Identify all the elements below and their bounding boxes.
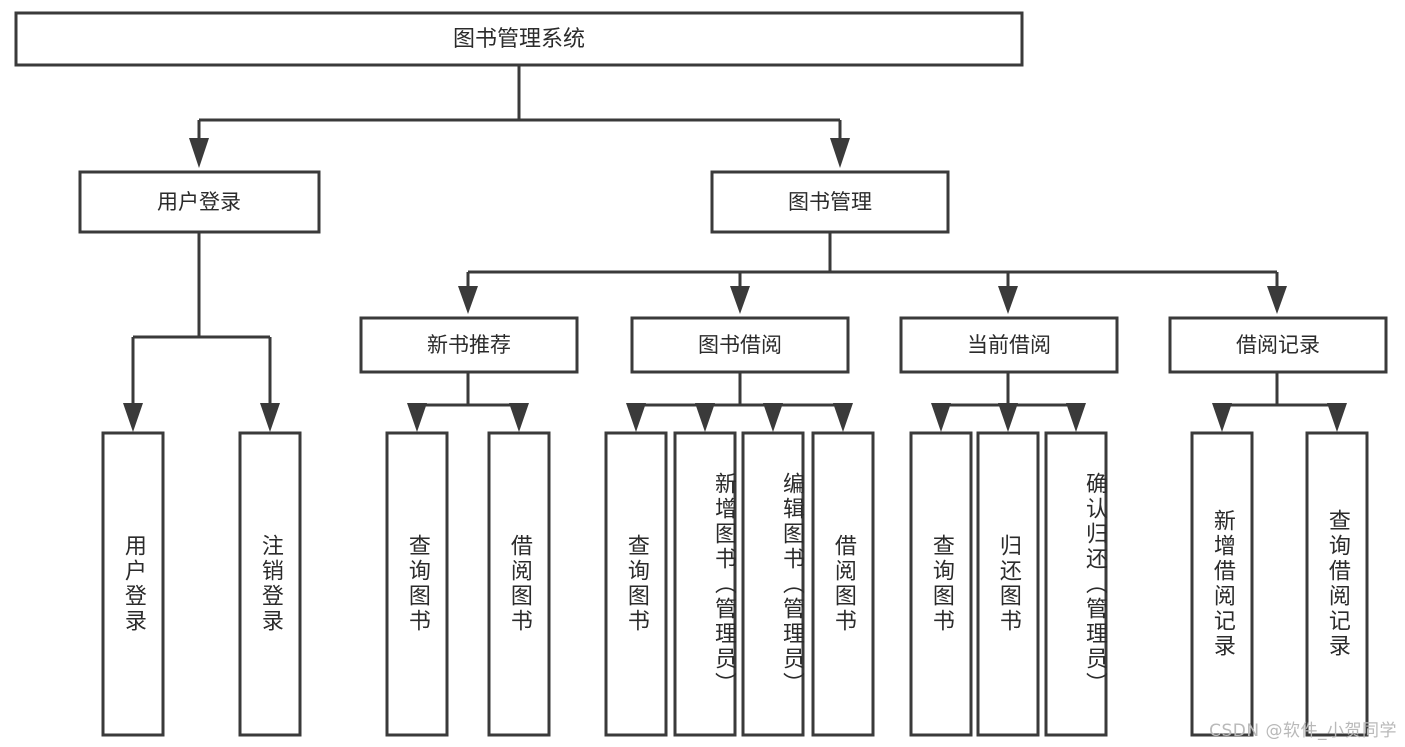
leaf-box-return-book [976,431,1040,737]
leaf-box-edit-book [741,431,805,737]
node-root-label: 图书管理系统 [453,27,585,52]
node-current-borrow[interactable]: 当前借阅 [899,316,1119,374]
leaf-box-confirm-return [1044,431,1108,737]
leaf-box-borrow-book-1 [487,431,551,737]
leaf-boxes [101,431,1369,737]
node-user-login[interactable]: 用户登录 [78,170,321,234]
leaf-box-borrow-book-2 [811,431,875,737]
leaf-box-add-record [1190,431,1254,737]
node-book-borrow[interactable]: 图书借阅 [630,316,850,374]
connector-borrowrecord-to-leaves [1212,372,1347,432]
connector-root-to-level2 [189,65,850,168]
connector-bookborrow-to-leaves [626,372,853,432]
node-book-borrow-label: 图书借阅 [698,333,782,357]
connector-userlogin-to-leaves [123,232,280,432]
leaf-box-query-book-1 [385,431,449,737]
leaf-box-query-book-3 [909,431,973,737]
node-new-book-recommend[interactable]: 新书推荐 [359,316,579,374]
node-new-book-recommend-label: 新书推荐 [427,333,511,357]
leaf-box-query-book-2 [604,431,668,737]
node-borrow-record-label: 借阅记录 [1236,333,1320,357]
node-root[interactable]: 图书管理系统 [14,11,1024,67]
leaf-box-add-book [673,431,737,737]
leaf-box-logout [238,431,302,737]
connector-newbook-to-leaves [407,372,529,432]
node-user-login-label: 用户登录 [157,190,241,214]
node-borrow-record[interactable]: 借阅记录 [1168,316,1388,374]
node-book-management[interactable]: 图书管理 [710,170,950,234]
csdn-watermark: CSDN @软件_小贺同学 [1209,721,1397,741]
node-book-management-label: 图书管理 [788,190,872,214]
connector-currentborrow-to-leaves [931,372,1086,432]
leaf-box-query-record [1305,431,1369,737]
connector-bookmgmt-to-level3 [458,232,1287,314]
node-current-borrow-label: 当前借阅 [967,333,1051,357]
leaf-box-user-login [101,431,165,737]
